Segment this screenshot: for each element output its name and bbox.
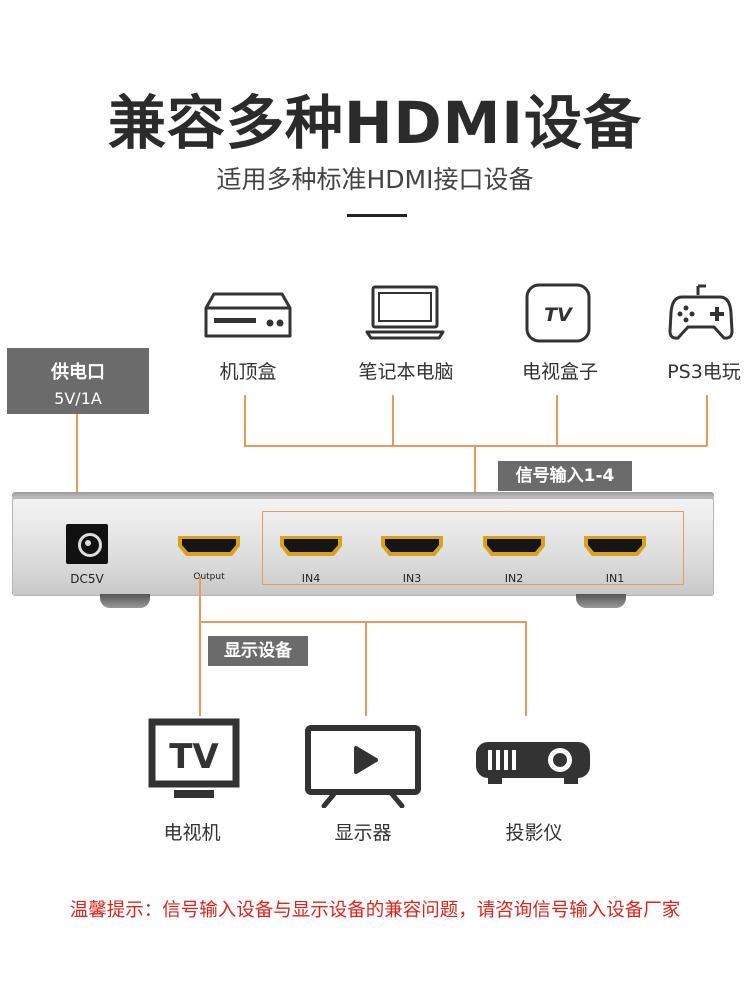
source-label-laptop: 笔记本电脑 — [358, 361, 454, 383]
source-label-set-top-box: 机顶盒 — [219, 361, 277, 383]
in3-port-label: IN3 — [402, 572, 422, 585]
title-divider — [347, 214, 407, 217]
source-connector-line — [392, 395, 394, 446]
tv-icon: TV — [148, 718, 240, 798]
page-title: 兼容多种HDMI设备 — [108, 89, 642, 157]
svg-text:TV: TV — [169, 737, 219, 777]
page-subtitle: 适用多种标准HDMI接口设备 — [216, 165, 534, 194]
power-port-title: 供电口 — [51, 362, 105, 383]
in1-port-label: IN1 — [605, 572, 625, 585]
source-connector-line — [706, 395, 708, 446]
power-port-tag: 供电口 5V/1A — [7, 348, 149, 414]
input-ports-highlight — [262, 511, 684, 585]
source-connector-line — [244, 395, 246, 446]
compatibility-warning: 温馨提示：信号输入设备与显示设备的兼容问题，请咨询信号输入设备厂家 — [69, 900, 681, 921]
hdmi-in3-port — [381, 536, 443, 556]
power-connector-line — [76, 414, 78, 532]
dc-port-label: DC5V — [70, 572, 104, 586]
in2-port-label: IN2 — [504, 572, 524, 585]
hdmi-in1-port — [584, 536, 646, 556]
hdmi-in2-port — [483, 536, 545, 556]
laptop-icon — [365, 285, 445, 340]
signal-input-tag: 信号输入1-4 — [498, 461, 632, 491]
power-port-spec: 5V/1A — [54, 389, 102, 408]
monitor-icon — [305, 725, 421, 808]
output-port-label: Output — [193, 572, 225, 582]
display-drop-line — [525, 621, 527, 716]
set-top-box-icon — [204, 292, 292, 338]
display-device-tag: 显示设备 — [208, 636, 308, 666]
source-label-tv-box: 电视盒子 — [521, 361, 598, 383]
display-label-projector: 投影仪 — [505, 822, 563, 844]
source-label-ps3: PS3电玩 — [667, 361, 741, 383]
output-connector-line — [199, 576, 201, 716]
hdmi-output-port — [178, 536, 240, 556]
switch-device-top — [12, 492, 714, 500]
in4-port-label: IN4 — [301, 572, 321, 585]
hdmi-in4-port — [280, 536, 342, 556]
source-bus-line — [244, 445, 707, 447]
display-drop-line — [365, 621, 367, 716]
gamepad-icon — [668, 284, 734, 340]
display-bus-line — [199, 621, 526, 623]
device-foot — [576, 594, 626, 608]
device-foot — [100, 594, 150, 608]
projector-icon — [476, 742, 590, 784]
dc-jack-pin — [85, 540, 91, 546]
source-connector-line — [556, 395, 558, 446]
tv-box-icon: TV — [525, 283, 591, 343]
svg-text:TV: TV — [544, 304, 573, 326]
display-label-monitor: 显示器 — [334, 822, 392, 844]
display-label-tv: 电视机 — [163, 822, 221, 844]
input-drop-line — [474, 445, 476, 511]
